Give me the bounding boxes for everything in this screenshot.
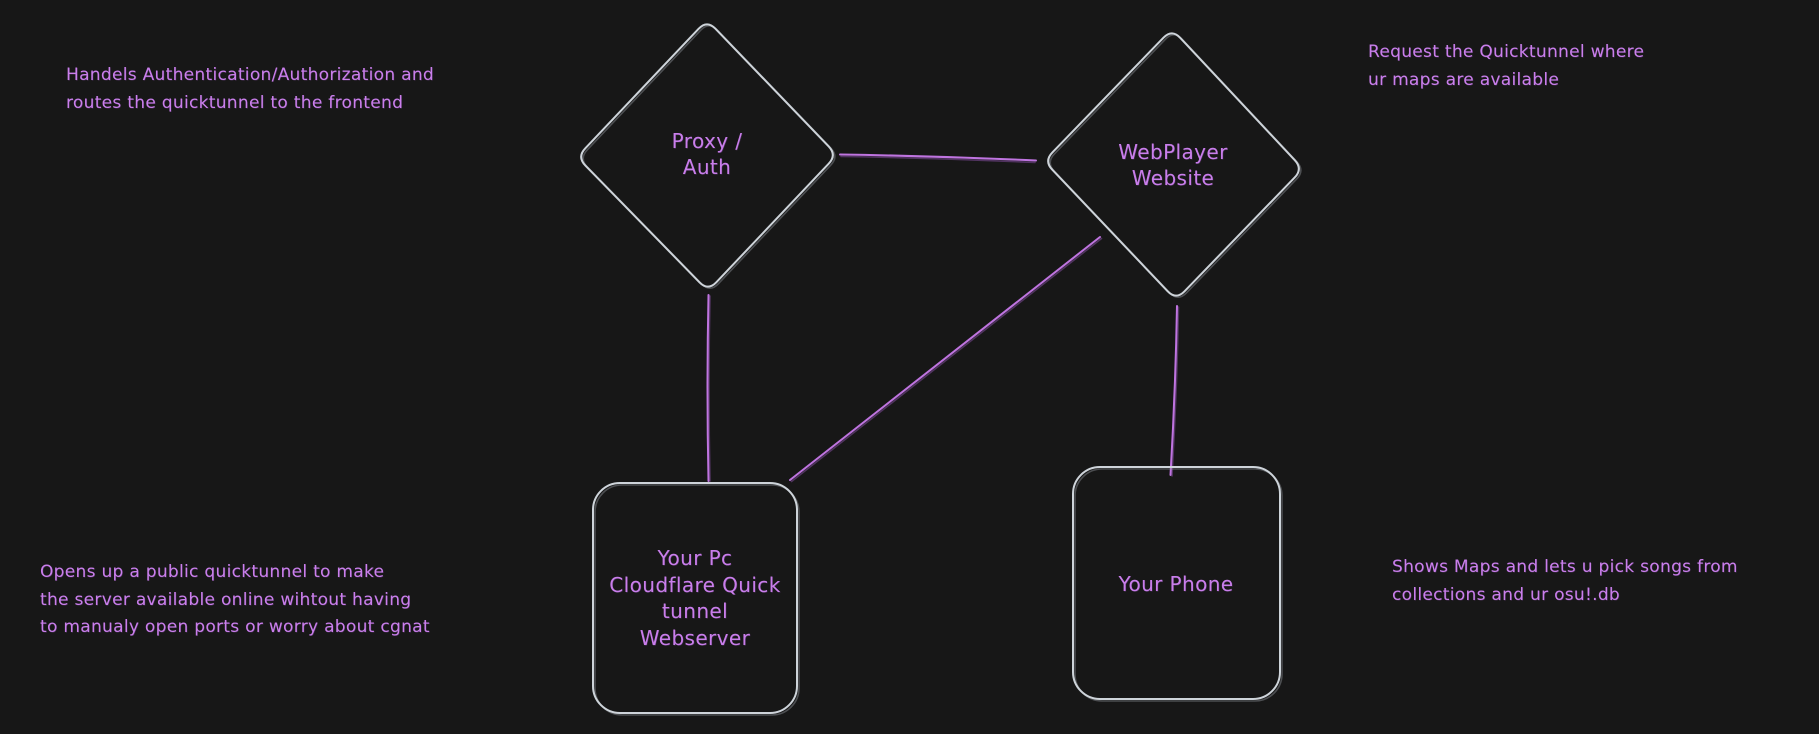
webplayer-website-diamond[interactable] [1047,32,1302,298]
annotation-line: collections and ur osu!.db [1392,584,1621,605]
annotation-line: Shows Maps and lets u pick songs from [1392,557,1738,577]
connector-proxy-to-webplayer[interactable] [839,153,1037,164]
your-phone-rect[interactable] [1072,466,1283,702]
connector-pc-to-webplayer[interactable] [789,236,1103,483]
annotation-line: Handels Authentication/Authorization and [66,65,434,85]
annotation-line: ur maps are available [1368,69,1560,90]
annotation-line: routes the quicktunnel to the frontend [66,92,404,113]
connector-webplayer-to-phone[interactable] [1169,305,1180,477]
annotation-line: Opens up a public quicktunnel to make [40,562,385,582]
annotation-line: to manualy open ports or worry about cgn… [40,617,430,637]
annotation-top-right[interactable]: Request the Quicktunnel where ur maps ar… [1368,39,1644,94]
connector-proxy-to-pc[interactable] [706,294,711,482]
annotation-line: the server available online wihtout havi… [40,589,412,610]
proxy-auth-diamond[interactable] [580,23,836,289]
annotation-top-left[interactable]: Handels Authentication/Authorization and… [66,62,434,117]
your-pc-webserver-rect[interactable] [592,482,800,716]
annotation-bottom-left[interactable]: Opens up a public quicktunnel to make th… [40,559,430,642]
annotation-bottom-right[interactable]: Shows Maps and lets u pick songs from co… [1392,554,1738,609]
annotation-line: Request the Quicktunnel where [1368,42,1645,62]
